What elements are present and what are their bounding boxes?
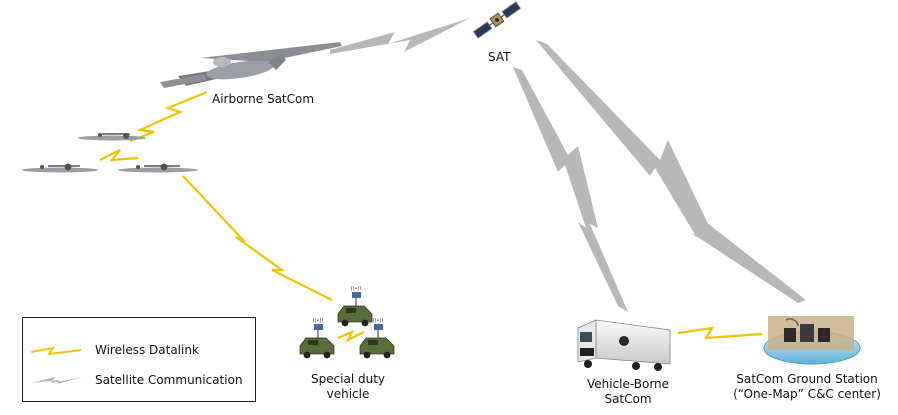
legend: Wireless Datalink Satellite Communicatio…: [22, 317, 256, 402]
svg-text:((•)): ((•)): [313, 318, 324, 324]
legend-item-wireless: Wireless Datalink: [29, 340, 199, 360]
wireless-signal-icon: [30, 346, 82, 356]
label-satcom-ground-station: SatCom Ground Station (“One-Map” C&C cen…: [718, 372, 896, 402]
uav-group: [22, 133, 198, 173]
airborne-aircraft-icon: [160, 42, 342, 88]
datalink-uav-vehicle: [182, 175, 333, 301]
sat-link-vehicle: [513, 67, 628, 312]
military-vehicle-icon: ((•)): [359, 318, 395, 359]
special-duty-vehicles: ((•)) ((•)) ((•)): [299, 286, 395, 359]
label-ground-line2: (“One-Map” C&C center): [733, 387, 881, 401]
truck-icon: [577, 319, 671, 371]
datalink-airborne-uav: [129, 90, 208, 143]
ground-station-icon: [763, 316, 861, 365]
uav-icon: [118, 163, 198, 173]
wireless-links: [99, 90, 763, 343]
legend-item-satellite: Satellite Communication: [29, 370, 243, 390]
datalink-truck-ground: [677, 326, 763, 340]
legend-label-satellite: Satellite Communication: [95, 373, 243, 387]
datalink-vehicles: [337, 329, 365, 343]
svg-text:((•)): ((•)): [351, 286, 362, 292]
satellite-signal-icon: [31, 377, 83, 384]
label-vehicle-borne-satcom: Vehicle-Borne SatCom: [578, 377, 678, 407]
satellite-links: [330, 18, 806, 312]
label-vehicle-line2: SatCom: [604, 392, 652, 406]
label-special-line1: Special duty: [310, 372, 386, 386]
sat-link-ground: [536, 40, 806, 303]
label-sat: SAT: [488, 50, 511, 64]
label-special-duty-vehicle: Special duty vehicle: [298, 372, 398, 402]
label-special-line2: vehicle: [326, 387, 370, 401]
legend-label-wireless: Wireless Datalink: [95, 343, 199, 357]
satellite-icon: [472, 1, 522, 39]
label-vehicle-line1: Vehicle-Borne: [586, 377, 670, 391]
svg-text:((•)): ((•)): [373, 318, 384, 324]
datalink-uav-uav: [99, 149, 139, 162]
label-ground-line1: SatCom Ground Station: [736, 372, 878, 386]
sat-link-airborne: [330, 18, 470, 54]
military-vehicle-icon: ((•)): [337, 286, 373, 327]
military-vehicle-icon: ((•)): [299, 318, 335, 359]
label-airborne-satcom: Airborne SatCom: [212, 92, 315, 106]
uav-icon: [78, 133, 146, 141]
uav-icon: [22, 163, 98, 173]
